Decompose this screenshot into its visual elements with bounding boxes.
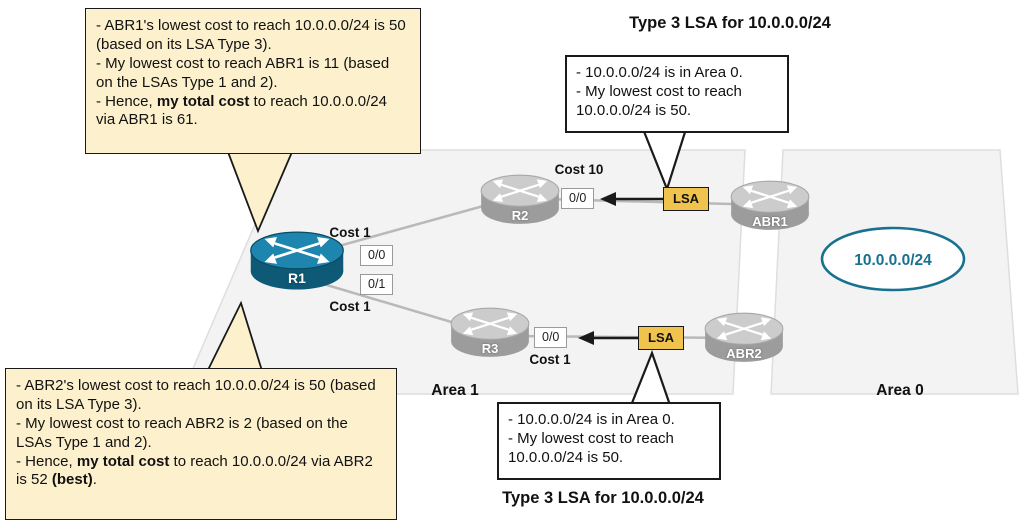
router-r1: R1 bbox=[247, 226, 347, 292]
callout-abr1-pointer bbox=[227, 151, 293, 234]
router-r1-label: R1 bbox=[288, 270, 306, 286]
lsa-arrow-bottom bbox=[578, 331, 639, 345]
callout-abr1-line2: - My lowest cost to reach ABR1 is 11 (ba… bbox=[96, 54, 390, 91]
area0-label: Area 0 bbox=[876, 382, 924, 399]
lsa-callout-bottom: - 10.0.0.0/24 is in Area 0. - My lowest … bbox=[497, 402, 721, 480]
callout-abr2: - ABR2's lowest cost to reach 10.0.0.0/2… bbox=[5, 368, 397, 520]
router-r2: R2 bbox=[478, 170, 562, 226]
callout-abr1-line3-post: to reach 10.0.0.0/24 via ABR1 is 61. bbox=[96, 92, 387, 129]
callout-abr1: - ABR1's lowest cost to reach 10.0.0.0/2… bbox=[85, 8, 421, 154]
router-abr1: ABR1 bbox=[728, 176, 812, 232]
callout-abr2-pointer bbox=[205, 300, 264, 375]
router-r3-label: R3 bbox=[481, 341, 499, 356]
callout-abr2-line1: - ABR2's lowest cost to reach 10.0.0.0/2… bbox=[16, 377, 376, 413]
callout-abr2-line3-bold2: (best) bbox=[51, 471, 93, 489]
lsa-title-bottom: Type 3 LSA for 10.0.0.0/24 bbox=[502, 489, 704, 507]
interface-r2-0-0: 0/0 bbox=[561, 188, 595, 209]
abr2-router-icon bbox=[704, 312, 784, 362]
r2-router-icon bbox=[480, 174, 560, 224]
callout-abr2-line3: - Hence, my total cost to reach 10.0.0.0… bbox=[16, 453, 386, 491]
lsa-arrow-top bbox=[600, 192, 664, 206]
lsa-arrowhead-bottom bbox=[578, 331, 594, 345]
lsa-callout-bottom-pointer bbox=[628, 349, 673, 409]
lsa-callout-top: - 10.0.0.0/24 is in Area 0. - My lowest … bbox=[565, 55, 789, 133]
callout-abr2-line3-post: . bbox=[92, 471, 97, 489]
network-label: 10.0.0.0/24 bbox=[854, 252, 932, 269]
cost-label-r3: Cost 1 bbox=[529, 352, 571, 367]
cost-label-r1-top: Cost 1 bbox=[329, 225, 371, 240]
abr1-router-icon bbox=[730, 180, 810, 230]
callout-abr2-line3-pre: - Hence, bbox=[16, 452, 77, 470]
link-r1-r2 bbox=[309, 198, 506, 256]
router-abr2: ABR2 bbox=[702, 308, 786, 364]
callout-abr2-line3-mid: to reach 10.0.0.0/24 via ABR2 is 52 bbox=[16, 452, 373, 489]
router-r3: R3 bbox=[448, 303, 532, 359]
callout-abr1-line3-bold: my total cost bbox=[156, 92, 250, 110]
r3-router-icon bbox=[450, 307, 530, 357]
lsa-badge-bottom: LSA bbox=[638, 326, 684, 350]
router-r2-label: R2 bbox=[511, 208, 529, 223]
router-abr1-label: ABR1 bbox=[752, 214, 788, 229]
interface-r1-0-0: 0/0 bbox=[360, 245, 394, 266]
area1-plane bbox=[180, 149, 746, 395]
interface-r1-0-1: 0/1 bbox=[360, 274, 394, 295]
lsa-callout-bottom-line2: - My lowest cost to reach 10.0.0.0/24 is… bbox=[508, 429, 674, 466]
callout-abr1-line3-pre: - Hence, bbox=[96, 92, 157, 110]
lsa-arrowhead-top bbox=[600, 192, 616, 206]
callout-abr2-line3-bold: my total cost bbox=[76, 452, 170, 470]
callout-abr1-line1: - ABR1's lowest cost to reach 10.0.0.0/2… bbox=[96, 17, 406, 53]
callout-abr2-line2: - My lowest cost to reach ABR2 is 2 (bas… bbox=[16, 414, 348, 451]
lsa-badge-top: LSA bbox=[663, 187, 709, 211]
callout-abr1-line3: - Hence, my total cost to reach 10.0.0.0… bbox=[96, 93, 410, 131]
network-ellipse bbox=[820, 226, 966, 292]
r1-router-icon bbox=[250, 231, 344, 290]
cost-label-r1-bottom: Cost 1 bbox=[329, 299, 371, 314]
area1-label: Area 1 bbox=[431, 382, 479, 399]
lsa-callout-bottom-line1: - 10.0.0.0/24 is in Area 0. bbox=[508, 411, 675, 428]
router-abr2-label: ABR2 bbox=[726, 346, 762, 361]
lsa-callout-top-line2: - My lowest cost to reach 10.0.0.0/24 is… bbox=[576, 82, 742, 119]
cost-label-r2: Cost 10 bbox=[554, 162, 604, 177]
lsa-title-top: Type 3 LSA for 10.0.0.0/24 bbox=[629, 14, 831, 32]
interface-r3-0-0: 0/0 bbox=[534, 327, 568, 348]
lsa-callout-top-line1: - 10.0.0.0/24 is in Area 0. bbox=[576, 64, 743, 81]
